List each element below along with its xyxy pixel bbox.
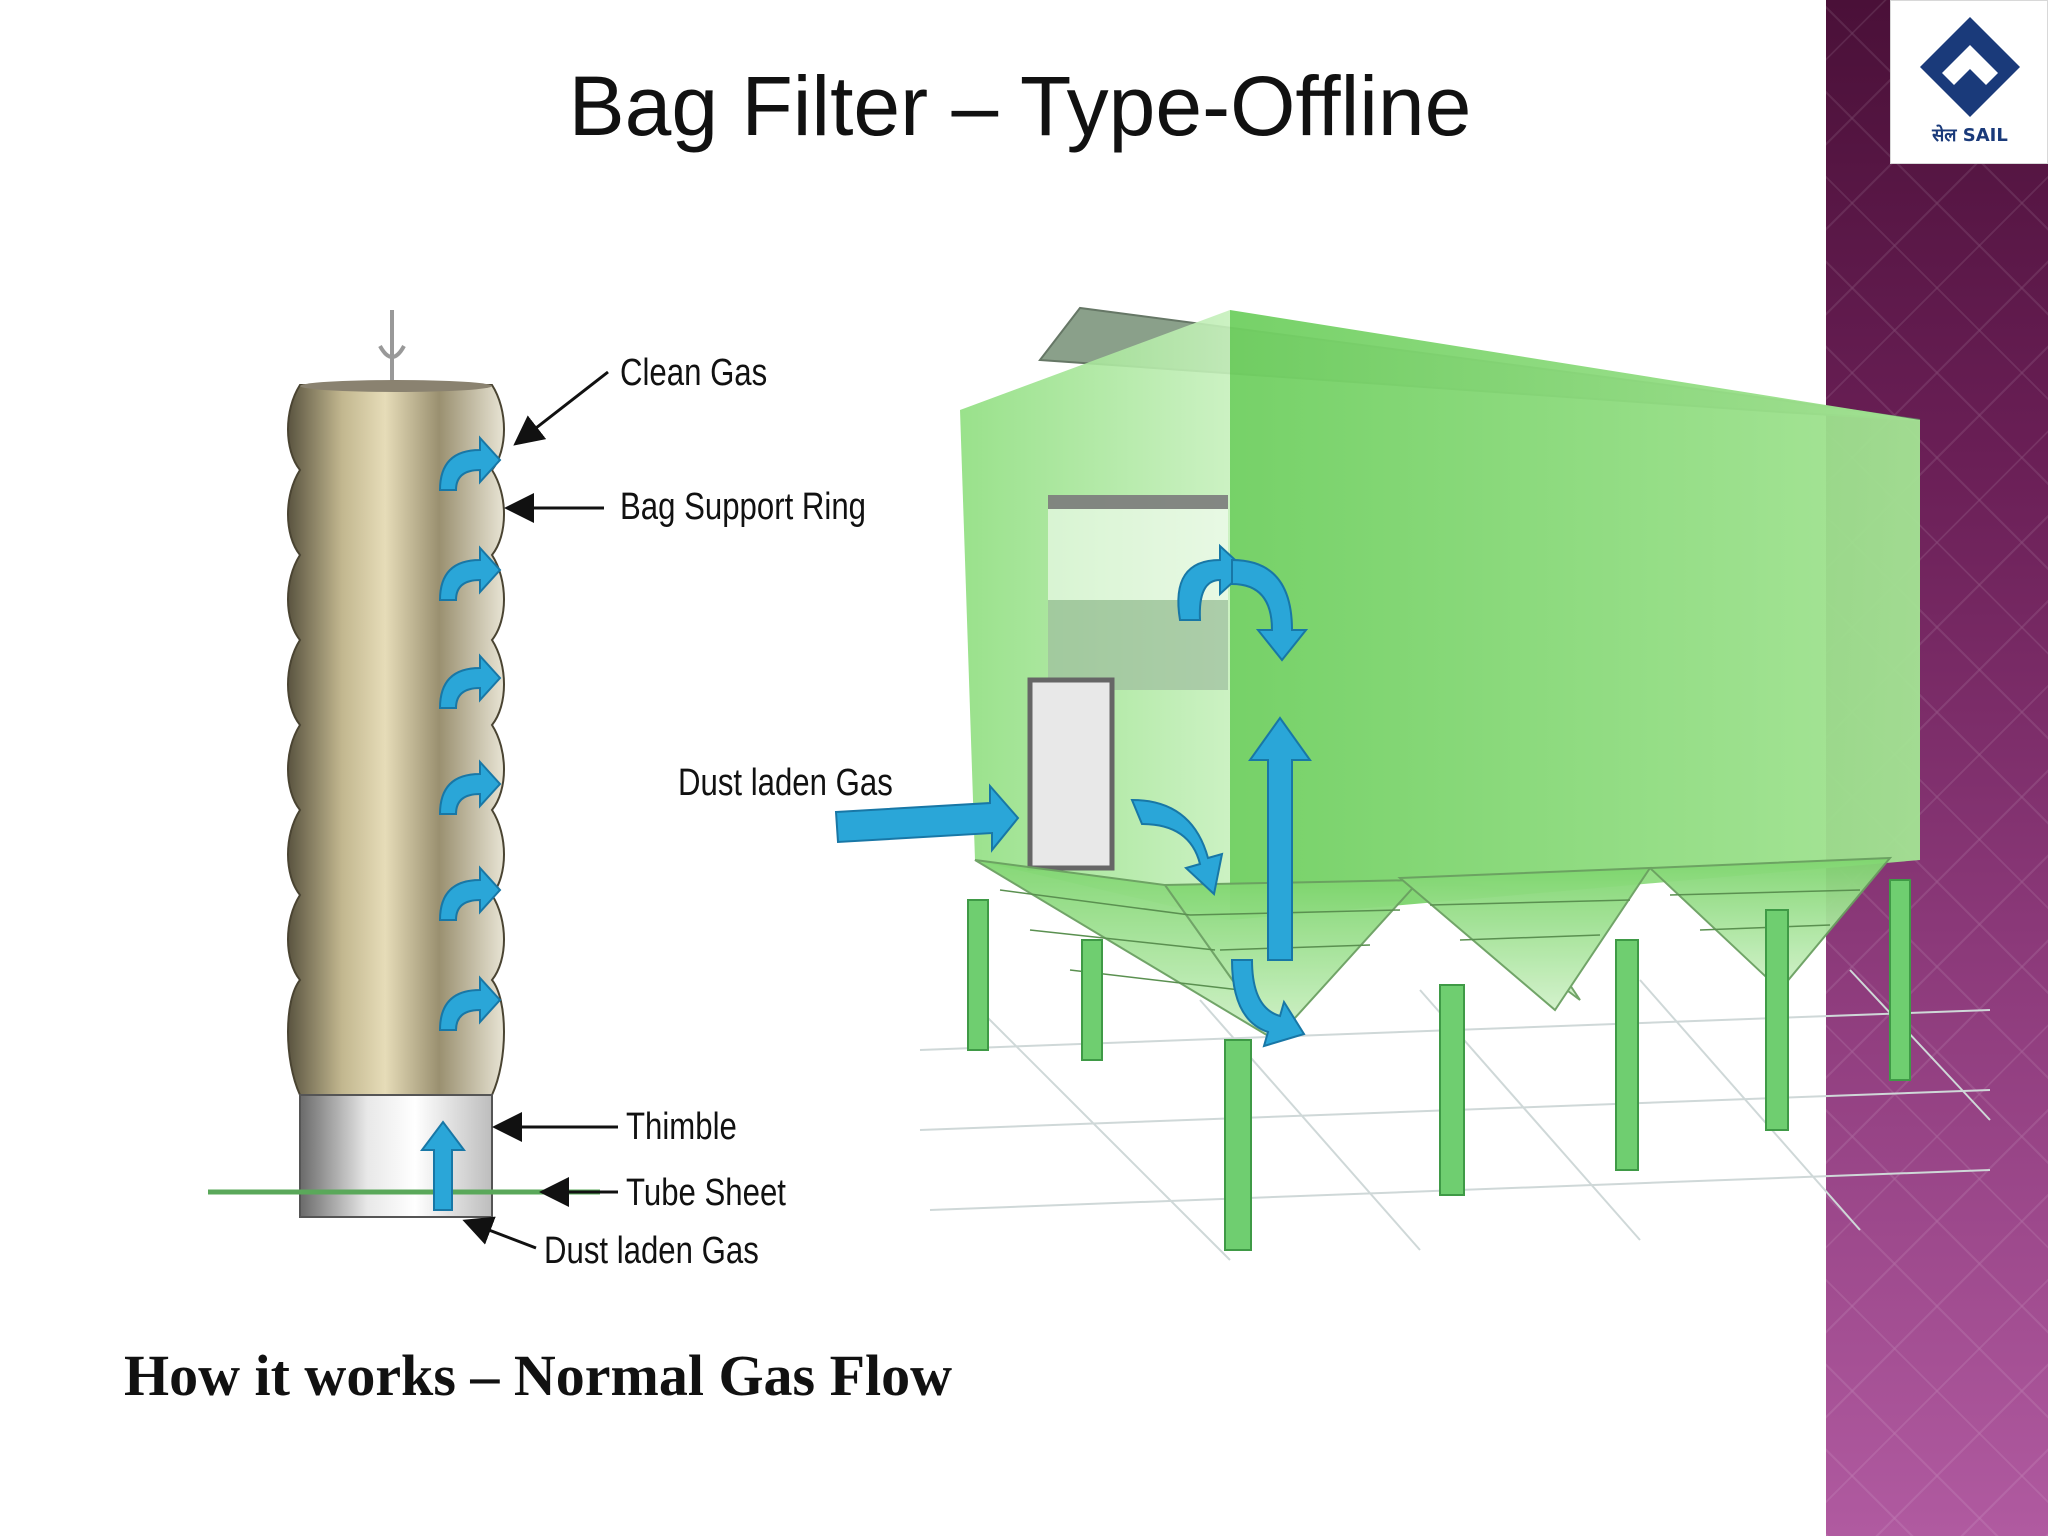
inlet-duct [1027,677,1115,871]
label-dust-laden-gas-housing: Dust laden Gas [678,762,893,804]
top-curve-arrow-icon [1231,558,1309,662]
flow-arrow-icon [438,865,502,921]
hopper-ribs [999,889,1861,991]
logo-wordmark: सेल SAIL [1932,125,2008,146]
label-thimble: Thimble [626,1106,737,1148]
label-dust-laden-gas-bag: Dust laden Gas [544,1230,759,1272]
support-legs [967,879,1911,1251]
slide-caption: How it works – Normal Gas Flow [124,1343,953,1408]
housing-side-panel [1230,310,1920,920]
hanger-hook-icon [378,310,406,382]
compartment-plenum [1048,600,1228,690]
callout-lines [462,370,618,1250]
bottom-arrow-icon [1230,959,1306,1048]
flow-arrow-icon [438,653,502,709]
compartment-shelf [1048,495,1228,509]
inlet-arrow-icon [834,783,1020,853]
label-bag-support-ring: Bag Support Ring [620,486,866,528]
down-curve-arrow-icon [1130,798,1224,896]
flow-arrow-icon [438,435,502,491]
label-clean-gas: Clean Gas [620,352,768,394]
top-loop-arrow-icon [1177,543,1248,621]
thimble [299,1094,493,1218]
flow-arrow-icon [438,759,502,815]
flow-arrow-icon [438,975,502,1031]
label-tube-sheet: Tube Sheet [626,1172,786,1214]
sail-logo-icon [1920,17,2020,117]
up-arrow-icon [420,1120,466,1211]
hoppers [974,856,1893,1042]
slide-title: Bag Filter – Type-Offline [568,59,1472,153]
flow-arrow-icon [438,545,502,601]
housing-flow-arrows [834,543,1312,1048]
up-arrow-icon [1248,716,1312,961]
bag-flow-arrows [420,435,502,1211]
